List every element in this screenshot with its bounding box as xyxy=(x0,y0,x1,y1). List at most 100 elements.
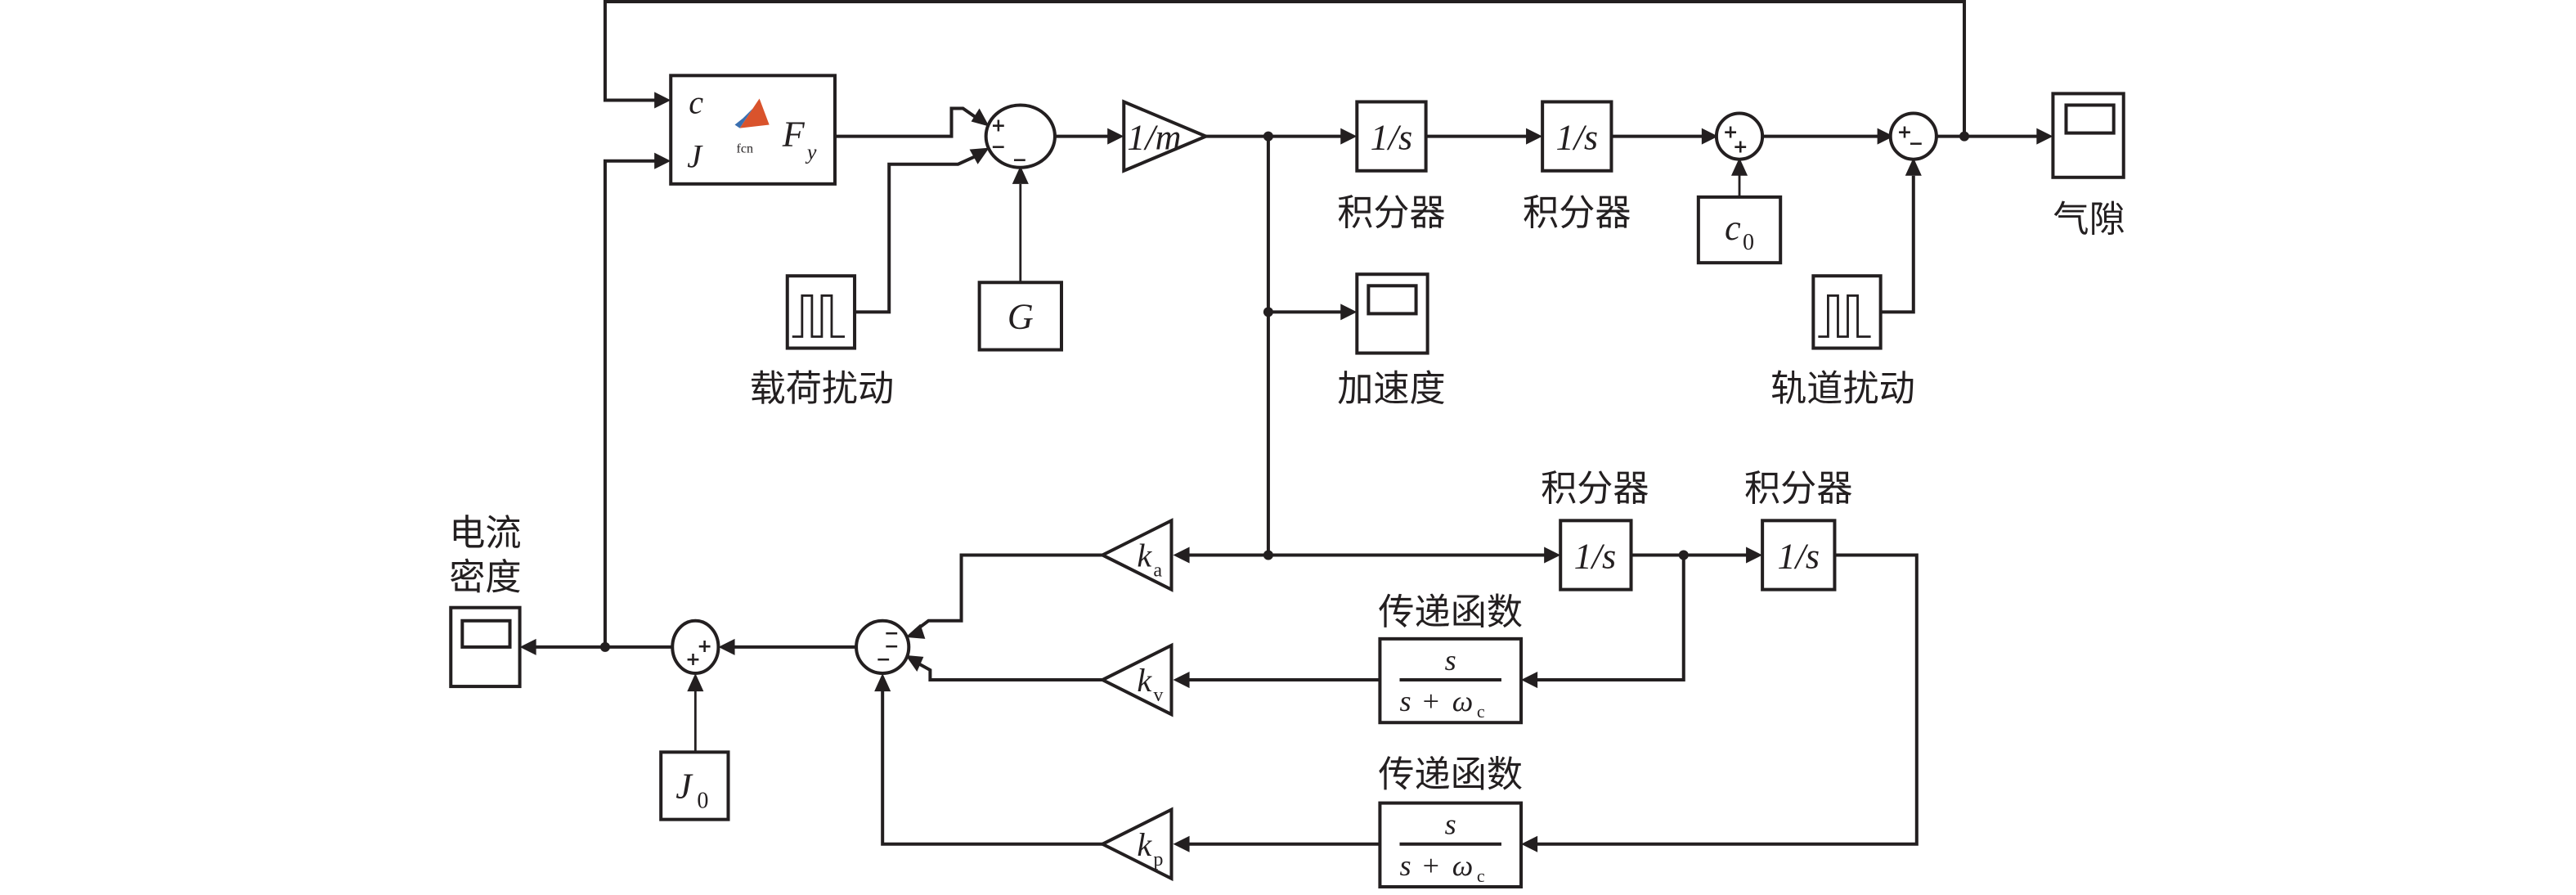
sum-sign: − xyxy=(1909,134,1924,155)
scope-acceleration[interactable] xyxy=(1355,272,1429,355)
tf2-caption: 传递函数 xyxy=(1378,754,1523,796)
arrow-head xyxy=(2036,128,2053,145)
j0-label: J xyxy=(675,767,693,807)
wire-track xyxy=(1880,175,1915,314)
arrow-head xyxy=(1173,546,1190,564)
arrow-head xyxy=(1526,128,1543,145)
constant-gravity[interactable]: G xyxy=(977,281,1063,352)
arrow-head xyxy=(1107,128,1124,145)
sum-sign: − xyxy=(884,636,900,657)
j0-sub: 0 xyxy=(697,789,708,814)
arrow-head xyxy=(1521,835,1538,852)
sum-sign: + xyxy=(685,650,701,670)
tf-den-sub: c xyxy=(1477,866,1485,886)
wire-fy xyxy=(834,106,981,138)
arrow-head xyxy=(687,673,704,692)
arrow-head xyxy=(718,638,735,655)
sum-sign: − xyxy=(884,623,900,644)
fn-input-j: J xyxy=(687,138,703,175)
sum-sign: + xyxy=(1897,123,1913,143)
arrow-head xyxy=(519,638,536,655)
sum-sign: + xyxy=(697,636,712,657)
sum-sign: + xyxy=(1733,137,1748,158)
integrator-label: 1/s xyxy=(1778,537,1820,577)
arrow-head xyxy=(1340,128,1358,145)
arrow-head xyxy=(969,147,990,164)
scope-screen xyxy=(460,618,512,649)
integrator-3-caption: 积分器 xyxy=(1541,468,1649,510)
tf-den-s: s xyxy=(1399,685,1411,717)
integrator-1[interactable]: 1/s xyxy=(1355,100,1428,173)
gain-ka[interactable]: k a xyxy=(1098,518,1174,592)
sum-gap[interactable]: + + xyxy=(1714,111,1765,161)
integrator-label: 1/s xyxy=(1556,118,1599,158)
constant-c0[interactable]: c 0 xyxy=(1696,195,1783,265)
transfer-function-2[interactable]: s s + ω c xyxy=(1378,801,1524,888)
matlab-function-block[interactable]: c J fcn F y xyxy=(669,74,837,186)
fn-icon-caption: fcn xyxy=(737,142,754,156)
arrow-head xyxy=(1173,672,1190,689)
junction xyxy=(1263,307,1273,317)
tf1-caption: 传递函数 xyxy=(1378,591,1523,633)
arrow-head xyxy=(1012,165,1029,184)
gain-sub: v xyxy=(1153,685,1164,706)
scope-screen xyxy=(1367,284,1418,316)
scope-gap[interactable] xyxy=(2051,92,2125,179)
gain-sub: a xyxy=(1153,560,1162,582)
gain-kv[interactable]: k v xyxy=(1098,642,1174,717)
scope-accel-caption: 加速度 xyxy=(1337,368,1445,410)
sum-current[interactable]: + + xyxy=(671,618,720,676)
transfer-function-1[interactable]: s s + ω c xyxy=(1378,636,1524,725)
sum-sign: − xyxy=(991,137,1007,158)
arrow-head xyxy=(654,152,671,169)
tf-den-s: s xyxy=(1399,849,1411,882)
sum-sign: − xyxy=(876,650,891,670)
arrow-head xyxy=(905,623,926,639)
track-disturbance-caption: 轨道扰动 xyxy=(1770,368,1915,410)
gain-inverse-mass[interactable]: 1/m xyxy=(1122,99,1210,173)
gain-label: k xyxy=(1137,662,1152,699)
wire-current-feedback xyxy=(603,159,658,647)
arrow-head xyxy=(874,673,891,692)
wires xyxy=(519,0,2053,852)
scope-current-density[interactable] xyxy=(449,605,522,689)
sum-sign: + xyxy=(991,116,1007,137)
scope-current-caption-line2: 密度 xyxy=(449,557,521,599)
tf-den-plus: + xyxy=(1423,685,1439,717)
constant-j0[interactable]: J 0 xyxy=(659,750,730,821)
fn-output-fy: F xyxy=(782,115,806,155)
matlab-function-icon xyxy=(734,98,770,128)
gain-label: k xyxy=(1137,826,1152,863)
gain-label: k xyxy=(1137,537,1152,574)
wire-load xyxy=(855,154,977,314)
sum-control[interactable]: − − − xyxy=(855,618,911,676)
junction xyxy=(1263,550,1273,560)
sum-force[interactable]: + − − xyxy=(984,103,1057,171)
tf-numerator: s xyxy=(1445,808,1456,841)
tf-numerator: s xyxy=(1445,644,1456,677)
wire xyxy=(914,660,1103,682)
integrator-2[interactable]: 1/s xyxy=(1541,100,1613,173)
junction xyxy=(599,641,610,652)
wire xyxy=(1534,553,1919,846)
integrator-1-caption: 积分器 xyxy=(1337,192,1445,234)
pulse-generator-load[interactable] xyxy=(785,274,857,350)
arrow-head xyxy=(1701,128,1718,145)
integrator-4[interactable]: 1/s xyxy=(1761,519,1837,591)
integrator-label: 1/s xyxy=(1574,537,1617,577)
wire xyxy=(914,553,1103,632)
integrator-3[interactable]: 1/s xyxy=(1559,519,1633,591)
sum-sign: + xyxy=(1723,123,1739,143)
pulse-generator-track[interactable] xyxy=(1811,274,1883,350)
gain-kp[interactable]: k p xyxy=(1098,807,1174,882)
pulse-icon xyxy=(792,294,846,338)
arrow-head xyxy=(971,108,990,127)
arrow-head xyxy=(1173,835,1190,852)
arrow-head xyxy=(1521,672,1538,689)
pulse-icon xyxy=(1818,294,1871,338)
fn-output-sub: y xyxy=(805,141,817,164)
sum-track[interactable]: + − xyxy=(1888,111,1938,161)
integrator-4-caption: 积分器 xyxy=(1744,468,1852,510)
tf-den-omega: ω xyxy=(1452,685,1474,717)
